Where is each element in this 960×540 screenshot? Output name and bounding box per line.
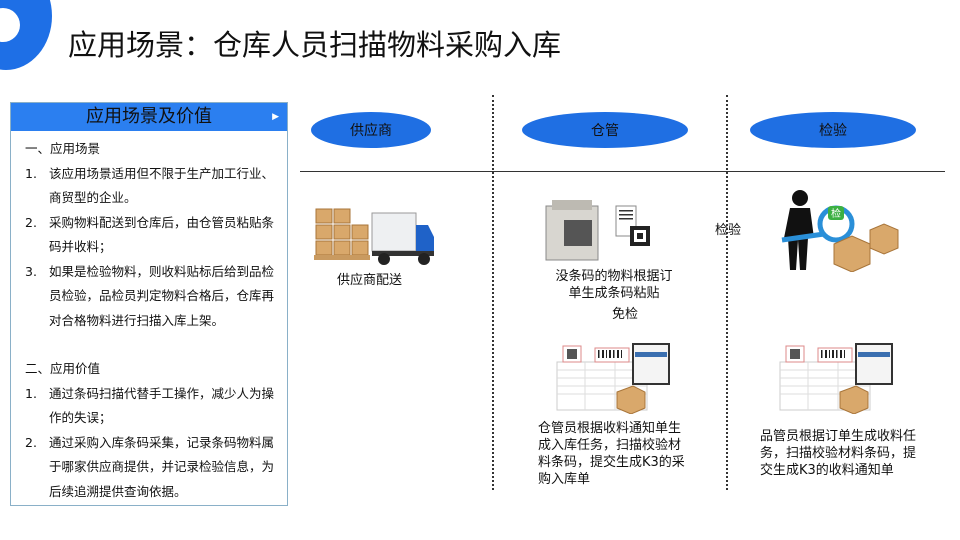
panel-title: 应用场景及价值 bbox=[86, 106, 212, 127]
scenario-panel: 应用场景及价值 ▶ 一、应用场景 1. 该应用场景适用但不限于生产加工行业、商贸型… bbox=[10, 102, 288, 506]
item-number: 3. bbox=[25, 263, 37, 279]
warehouse-task-text: 仓管员根据收料通知单生成入库任务，扫描校验材料条码，提交生成K3的采购入库单 bbox=[538, 421, 685, 487]
item-text: 通过采购入库条码采集，记录条码物料属于哪家供应商提供，并记录检验信息，为后续追溯… bbox=[49, 434, 275, 499]
list-item: 3. 如果是检验物料，则收料贴标后给到品检员检验，品检员判定物料合格后，仓库再对合… bbox=[25, 260, 277, 334]
lane-inspection: 检验 bbox=[750, 112, 916, 148]
inspection-label: 检验 bbox=[715, 223, 742, 238]
delivery-truck-icon bbox=[314, 208, 434, 265]
item-number: 2. bbox=[25, 434, 37, 450]
panel-header: 应用场景及价值 ▶ bbox=[11, 103, 287, 131]
lane-warehouse: 仓管 bbox=[522, 112, 688, 148]
lane-divider bbox=[492, 95, 494, 490]
section-heading: 二、应用价值 bbox=[25, 361, 101, 376]
receipt-scan-icon bbox=[556, 343, 670, 414]
no-inspection-label: 免检 bbox=[612, 307, 639, 322]
lane-divider bbox=[726, 95, 728, 490]
label-generation-text: 没条码的物料根据订单生成条码粘贴 bbox=[555, 269, 673, 301]
receipt-scan-icon bbox=[779, 343, 893, 414]
label-printer-icon bbox=[545, 200, 650, 261]
section-heading: 一、应用场景 bbox=[25, 141, 101, 156]
page-title: 应用场景：仓库人员扫描物料采购入库 bbox=[68, 28, 562, 62]
list-item: 1. 该应用场景适用但不限于生产加工行业、商贸型的企业。 bbox=[25, 162, 277, 211]
item-text: 通过条码扫描代替手工操作，减少人为操作的失误； bbox=[49, 385, 275, 426]
list-item: 2. 采购物料配送到仓库后，由仓管员粘贴条码并收料； bbox=[25, 211, 277, 260]
lane-supplier: 供应商 bbox=[311, 112, 431, 148]
inspection-badge: 检 bbox=[831, 207, 841, 220]
inspector-task-text: 品管员根据订单生成收料任务，扫描校验材料条码，提交生成K3的收料通知单 bbox=[760, 429, 917, 478]
decorative-circle-inner bbox=[0, 8, 20, 42]
item-text: 如果是检验物料，则收料贴标后给到品检员检验，品检员判定物料合格后，仓库再对合格物… bbox=[49, 263, 275, 328]
play-icon: ▶ bbox=[272, 112, 279, 122]
supplier-delivery-label: 供应商配送 bbox=[337, 273, 403, 288]
inspector-magnifier-icon: 检 bbox=[781, 190, 899, 272]
item-text: 采购物料配送到仓库后，由仓管员粘贴条码并收料； bbox=[49, 214, 275, 255]
item-number: 1. bbox=[25, 165, 37, 181]
item-number: 2. bbox=[25, 214, 37, 230]
item-number: 1. bbox=[25, 385, 37, 401]
list-item: 1. 通过条码扫描代替手工操作，减少人为操作的失误； bbox=[25, 382, 277, 431]
item-text: 该应用场景适用但不限于生产加工行业、商贸型的企业。 bbox=[49, 165, 275, 206]
divider bbox=[300, 171, 945, 172]
list-item: 2. 通过采购入库条码采集，记录条码物料属于哪家供应商提供，并记录检验信息，为后续… bbox=[25, 431, 277, 505]
